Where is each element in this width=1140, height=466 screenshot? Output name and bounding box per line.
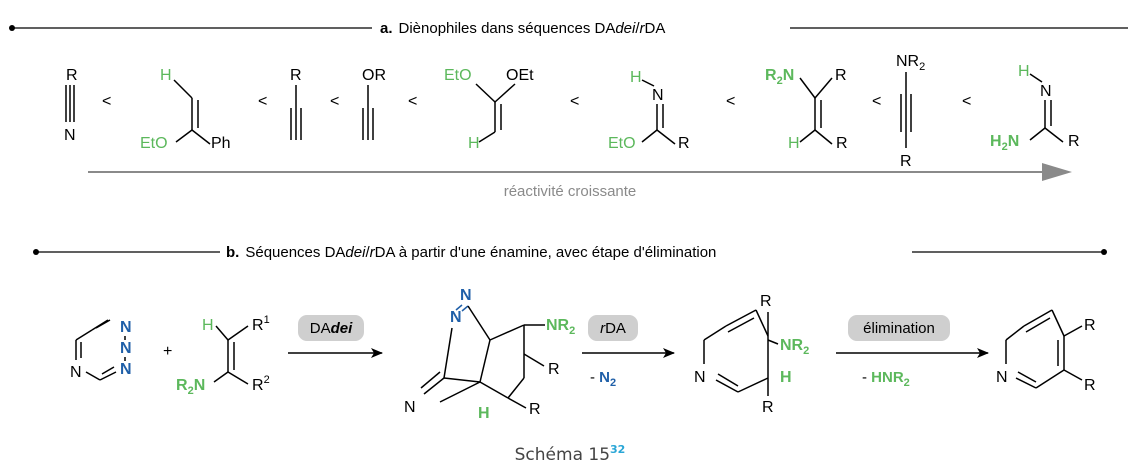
svg-text:NR2: NR2 [896,53,925,73]
svg-text:EtO: EtO [444,67,472,84]
less-than-1: < [102,93,111,110]
reaction-arrow-elimination: élimination - HNR2 [836,315,989,389]
svg-text:EtO: EtO [608,135,636,152]
svg-text:H: H [1018,63,1030,80]
reaction-arrow-dadei: DAdei [288,315,383,358]
svg-text:H: H [788,135,800,152]
less-than-8: < [962,93,971,110]
svg-text:N: N [996,369,1008,386]
svg-text:R2: R2 [252,374,270,394]
svg-text:N: N [120,361,132,378]
svg-text:N: N [404,399,416,416]
reaction-arrow-rda: rDA - N2 [582,315,675,389]
molecule-alkyne-or: OR [362,67,386,140]
svg-text:H2N: H2N [990,133,1019,153]
svg-text:R: R [548,361,560,378]
svg-text:H: H [478,405,490,422]
svg-text:R: R [66,67,78,84]
svg-text:R1: R1 [252,314,270,334]
molecule-ynamine: NR2 R [896,53,925,170]
svg-text:NR2: NR2 [546,317,575,337]
svg-text:N: N [460,287,472,304]
molecule-pyridine: N R R [996,309,1096,394]
svg-text:NR2: NR2 [780,337,809,357]
svg-text:EtO: EtO [140,135,168,152]
molecule-bicyclic-adduct: N N N NR2 R H R [404,287,575,422]
plus-sign: + [163,343,172,360]
svg-text:R: R [1068,133,1080,150]
less-than-6: < [726,93,735,110]
svg-text:N: N [120,340,132,357]
less-than-3: < [330,93,339,110]
section-a-title: a.Diènophiles dans séquences DAdei/rDA [380,20,665,37]
svg-text:H: H [468,135,480,152]
svg-text:Ph: Ph [211,135,231,152]
svg-text:OEt: OEt [506,67,534,84]
molecule-enamine-reagent: H R1 R2N R2 [176,314,270,397]
svg-text:R: R [290,67,302,84]
svg-text:R: R [760,293,772,310]
section-b-title: b.Séquences DAdei/rDA à partir d'une éna… [226,244,716,261]
svg-text:N: N [70,364,82,381]
svg-text:N: N [450,309,462,326]
svg-text:R: R [900,153,912,170]
svg-text:DAdei: DAdei [310,320,353,337]
svg-text:- HNR2: - HNR2 [862,369,910,389]
molecule-alkyne-r: R [290,67,302,140]
svg-text:R: R [836,135,848,152]
svg-text:R: R [835,67,847,84]
section-a-header: a.Diènophiles dans séquences DAdei/rDA [9,20,1128,37]
svg-text:R2N: R2N [176,377,205,397]
svg-text:H: H [630,69,642,86]
svg-text:rDA: rDA [600,320,626,337]
molecule-ketene-acetal: EtO OEt H [444,67,534,152]
svg-text:N: N [64,127,76,144]
svg-text:N: N [120,319,132,336]
svg-text:R: R [762,399,774,416]
scheme-caption: Schéma 1532 [515,443,626,465]
svg-text:OR: OR [362,67,386,84]
molecule-dihydropyridine: N R NR2 H R [694,293,809,416]
svg-text:N: N [694,369,706,386]
molecule-triazine: N N N N [70,319,132,381]
molecule-nitrile: R N [64,67,78,144]
less-than-5: < [570,93,579,110]
svg-text:R: R [1084,377,1096,394]
molecule-imidate: H N EtO R [608,69,690,152]
svg-text:N: N [1040,83,1052,100]
less-than-4: < [408,93,417,110]
svg-text:élimination: élimination [863,320,935,337]
less-than-7: < [872,93,881,110]
svg-text:R2N: R2N [765,67,794,87]
molecule-amidine: H N H2N R [990,63,1080,153]
svg-text:R: R [1084,317,1096,334]
svg-text:- N2: - N2 [590,369,616,389]
svg-text:R: R [678,135,690,152]
svg-text:H: H [160,67,172,84]
molecule-enamine: R2N R H R [765,67,848,152]
reactivity-arrow [88,163,1072,181]
svg-text:R: R [529,401,541,418]
reactivity-label: réactivité croissante [504,183,637,200]
svg-text:N: N [652,87,664,104]
less-than-2: < [258,93,267,110]
header-dot-left [9,25,15,31]
svg-text:H: H [780,369,792,386]
section-b-header: b.Séquences DAdei/rDA à partir d'une éna… [33,244,1107,261]
molecule-enol-ether-ph: H EtO Ph [140,67,231,152]
svg-text:H: H [202,317,214,334]
